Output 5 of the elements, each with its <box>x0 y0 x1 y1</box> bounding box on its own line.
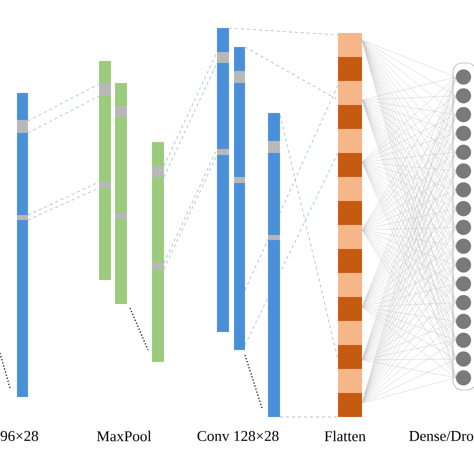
layer-label: Dense/Dro <box>409 431 474 442</box>
layer-label: MaxPool <box>96 430 152 442</box>
layer-label: Conv 128×28 <box>198 430 279 442</box>
layer-label: 96×28 <box>0 430 38 442</box>
layer-label: Flatten <box>324 430 366 442</box>
